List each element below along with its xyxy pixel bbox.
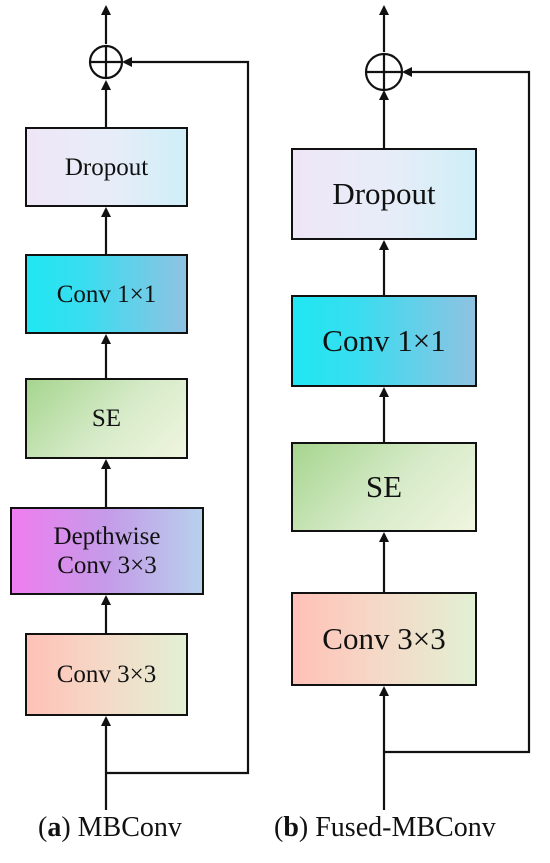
fused-dropout-block: Dropout — [291, 148, 477, 240]
fused-conv1x1-block: Conv 1×1 — [291, 295, 477, 387]
fused-se-block: SE — [291, 442, 477, 532]
mbconv-conv3x3-block: Conv 3×3 — [25, 633, 188, 716]
fused-add-node — [364, 52, 404, 92]
fused-caption-letter: b — [283, 812, 299, 843]
mbconv-caption: (a) MBConv — [38, 814, 182, 842]
mbconv-dropout-block: Dropout — [25, 127, 188, 207]
fused-conv3x3-block: Conv 3×3 — [291, 592, 477, 686]
mbconv-residual-connection — [106, 57, 250, 775]
fused-residual-connection — [384, 67, 531, 754]
mbconv-add-node — [88, 44, 124, 80]
mbconv-depthwise-conv-block: Depthwise Conv 3×3 — [10, 507, 204, 595]
fused-caption: (b) Fused-MBConv — [274, 814, 496, 842]
mbconv-caption-open: ( — [38, 812, 48, 843]
mbconv-se-block: SE — [25, 378, 188, 459]
mbconv-caption-letter: a — [47, 812, 62, 843]
fused-caption-open: ( — [274, 812, 284, 843]
fused-caption-title: Fused-MBConv — [315, 812, 496, 843]
fused-caption-close: ) — [298, 812, 309, 843]
mbconv-conv1x1-block: Conv 1×1 — [25, 254, 188, 334]
mbconv-caption-title: MBConv — [77, 812, 182, 843]
mbconv-caption-close: ) — [61, 812, 71, 843]
